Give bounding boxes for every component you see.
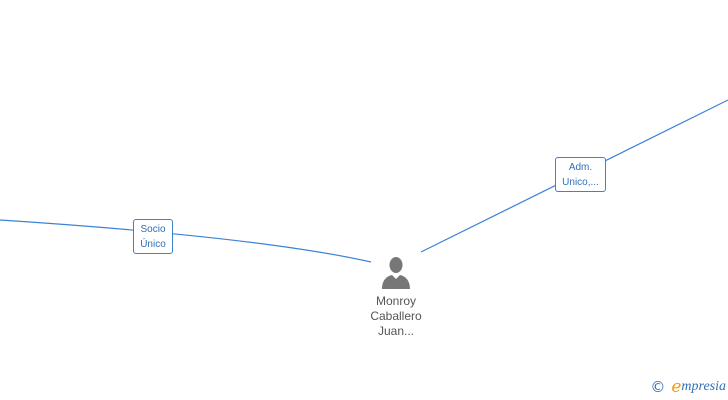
- person-node[interactable]: Monroy Caballero Juan...: [360, 256, 432, 339]
- copyright-icon: ©: [650, 378, 666, 396]
- person-name-line: Monroy: [375, 294, 416, 308]
- person-name: Monroy Caballero Juan...: [360, 294, 432, 339]
- person-name-line: Caballero: [370, 309, 422, 323]
- edge-label-socio-unico[interactable]: Socio Único: [133, 219, 173, 254]
- edge-label-adm-unico[interactable]: Adm. Unico,...: [555, 157, 606, 192]
- edge-label-line: Unico,...: [562, 177, 599, 188]
- brand-logo-text: mpresia: [681, 379, 726, 394]
- edge-label-line: Socio: [140, 224, 166, 235]
- person-icon: [382, 257, 410, 289]
- edge-label-line: Adm.: [568, 162, 593, 173]
- edge-line-socio: [0, 219, 372, 263]
- empresia-brand[interactable]: © e mpresia: [650, 378, 726, 396]
- brand-logo-e: e: [671, 377, 682, 397]
- edge-label-line: Único: [140, 239, 166, 250]
- person-name-line: Juan...: [377, 324, 415, 338]
